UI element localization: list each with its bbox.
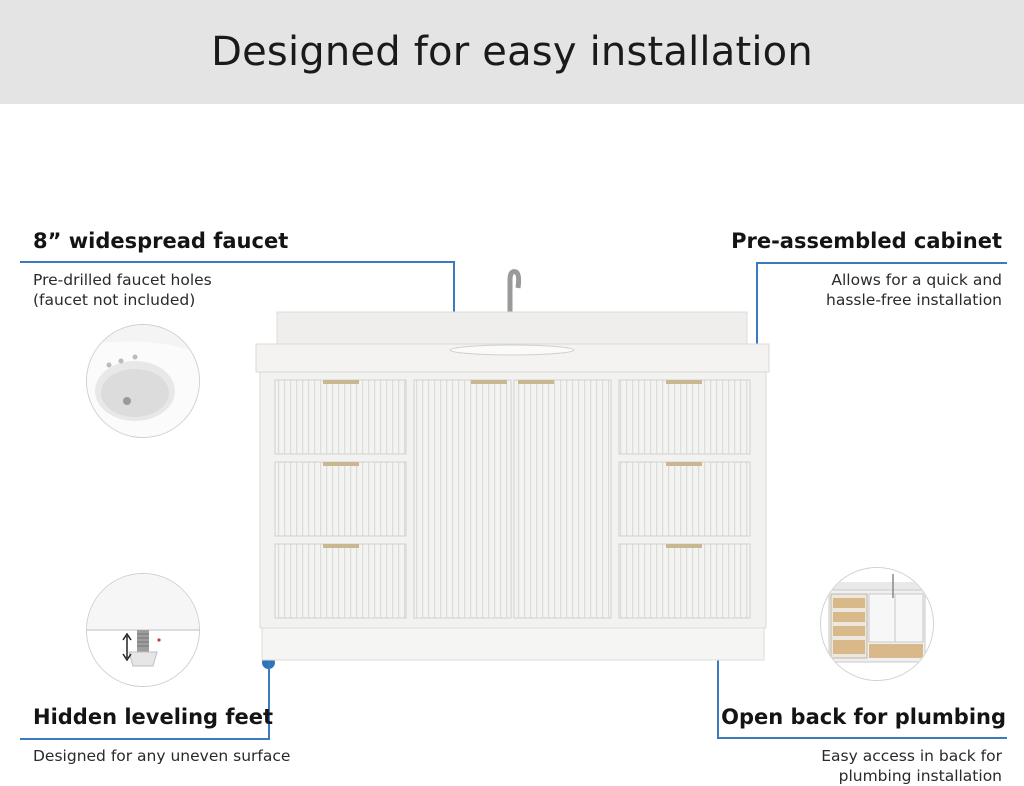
faucet-desc-line-2: (faucet not included) — [33, 291, 196, 309]
plumbing-desc-line-1: Easy access in back for — [821, 747, 1002, 765]
feet-feature-title: Hidden leveling feet — [33, 705, 274, 729]
cabinet-callout-line — [757, 262, 1007, 264]
cabinet-callout-drop — [756, 262, 758, 400]
plumbing-callout-rise — [717, 598, 719, 738]
cabinet-feature-desc: Allows for a quick and hassle-free insta… — [826, 270, 1002, 310]
cabinet-feature-title: Pre-assembled cabinet — [731, 229, 1002, 253]
faucet-desc-line-1: Pre-drilled faucet holes — [33, 271, 212, 289]
faucet-callout-line — [20, 261, 454, 263]
leveling-foot-image — [86, 573, 200, 687]
page-title: Designed for easy installation — [211, 29, 813, 75]
plumbing-feature-desc: Easy access in back for plumbing install… — [821, 746, 1002, 786]
plumbing-desc-line-2: plumbing installation — [838, 767, 1002, 785]
cabinet-desc-line-1: Allows for a quick and — [831, 271, 1002, 289]
cabinet-desc-line-2: hassle-free installation — [826, 291, 1002, 309]
faucet-callout-drop — [453, 261, 455, 343]
feet-feature-desc: Designed for any uneven surface — [33, 746, 290, 766]
faucet-feature-title: 8” widespread faucet — [33, 229, 289, 253]
faucet-feature-desc: Pre-drilled faucet holes (faucet not inc… — [33, 270, 212, 310]
vanity-image — [250, 260, 775, 670]
plumbing-feature-title: Open back for plumbing — [721, 705, 1006, 729]
feet-desc-line-1: Designed for any uneven surface — [33, 747, 291, 765]
sink-closeup-image — [86, 324, 200, 438]
feet-callout-rise — [268, 662, 270, 739]
plumbing-callout-line — [717, 737, 1007, 739]
feet-callout-line — [20, 738, 270, 740]
cabinet-back-image — [820, 567, 934, 681]
header-banner: Designed for easy installation — [0, 0, 1024, 104]
